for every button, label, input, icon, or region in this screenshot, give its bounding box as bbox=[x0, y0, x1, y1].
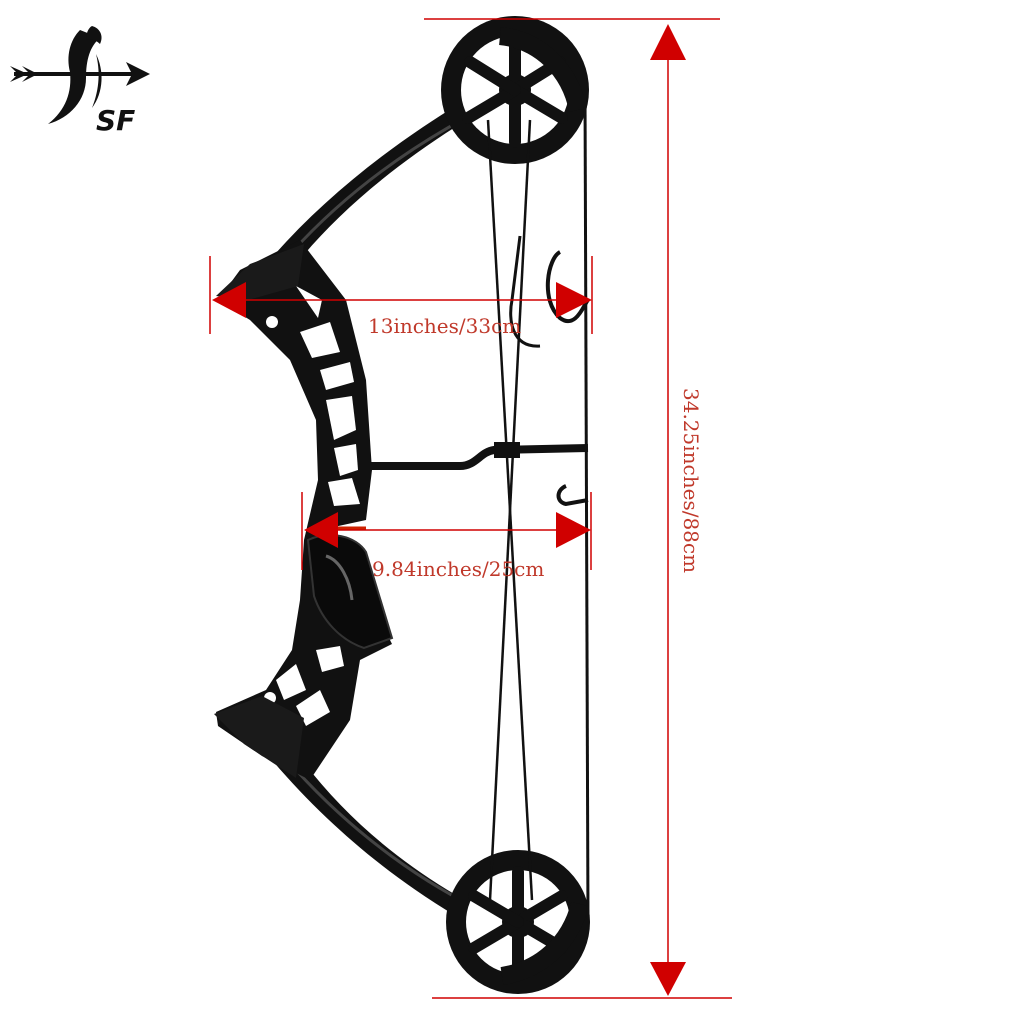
length-top-arrow bbox=[650, 24, 686, 60]
d-loop bbox=[545, 250, 590, 323]
upper-cam bbox=[441, 16, 589, 164]
cable-slide bbox=[494, 442, 520, 458]
compound-bow bbox=[214, 16, 590, 994]
brand-logo: SF bbox=[10, 26, 150, 137]
nock-point bbox=[556, 484, 589, 507]
dimension-brace-height: 9.84inches/25cm bbox=[301, 492, 592, 581]
upper-limb-pocket bbox=[216, 244, 304, 300]
lower-cam bbox=[446, 850, 590, 994]
riser-width-left-arrow bbox=[212, 282, 246, 318]
riser-width-right-arrow bbox=[556, 282, 592, 318]
brace-right-arrow bbox=[556, 512, 591, 548]
riser-width-label: 13inches/33cm bbox=[368, 314, 521, 338]
brace-height-label: 9.84inches/25cm bbox=[372, 557, 544, 581]
riser-cutouts bbox=[276, 286, 360, 726]
bowstring-and-cables bbox=[486, 91, 590, 923]
grip-highlight bbox=[325, 554, 354, 601]
lower-limb-pocket bbox=[214, 696, 304, 778]
logo-text: SF bbox=[96, 104, 135, 137]
cable-guard-rod bbox=[370, 444, 589, 470]
length-bottom-arrow bbox=[650, 962, 686, 996]
dimension-riser-width: 13inches/33cm bbox=[209, 256, 593, 338]
riser-bolt-upper bbox=[266, 316, 278, 328]
total-length-label: 34.25inches/88cm bbox=[679, 388, 703, 573]
riser bbox=[216, 240, 392, 780]
brace-left-arrow bbox=[304, 512, 338, 548]
archer-mark-icon bbox=[48, 26, 102, 124]
dimension-total-length: 34.25inches/88cm bbox=[424, 18, 732, 999]
